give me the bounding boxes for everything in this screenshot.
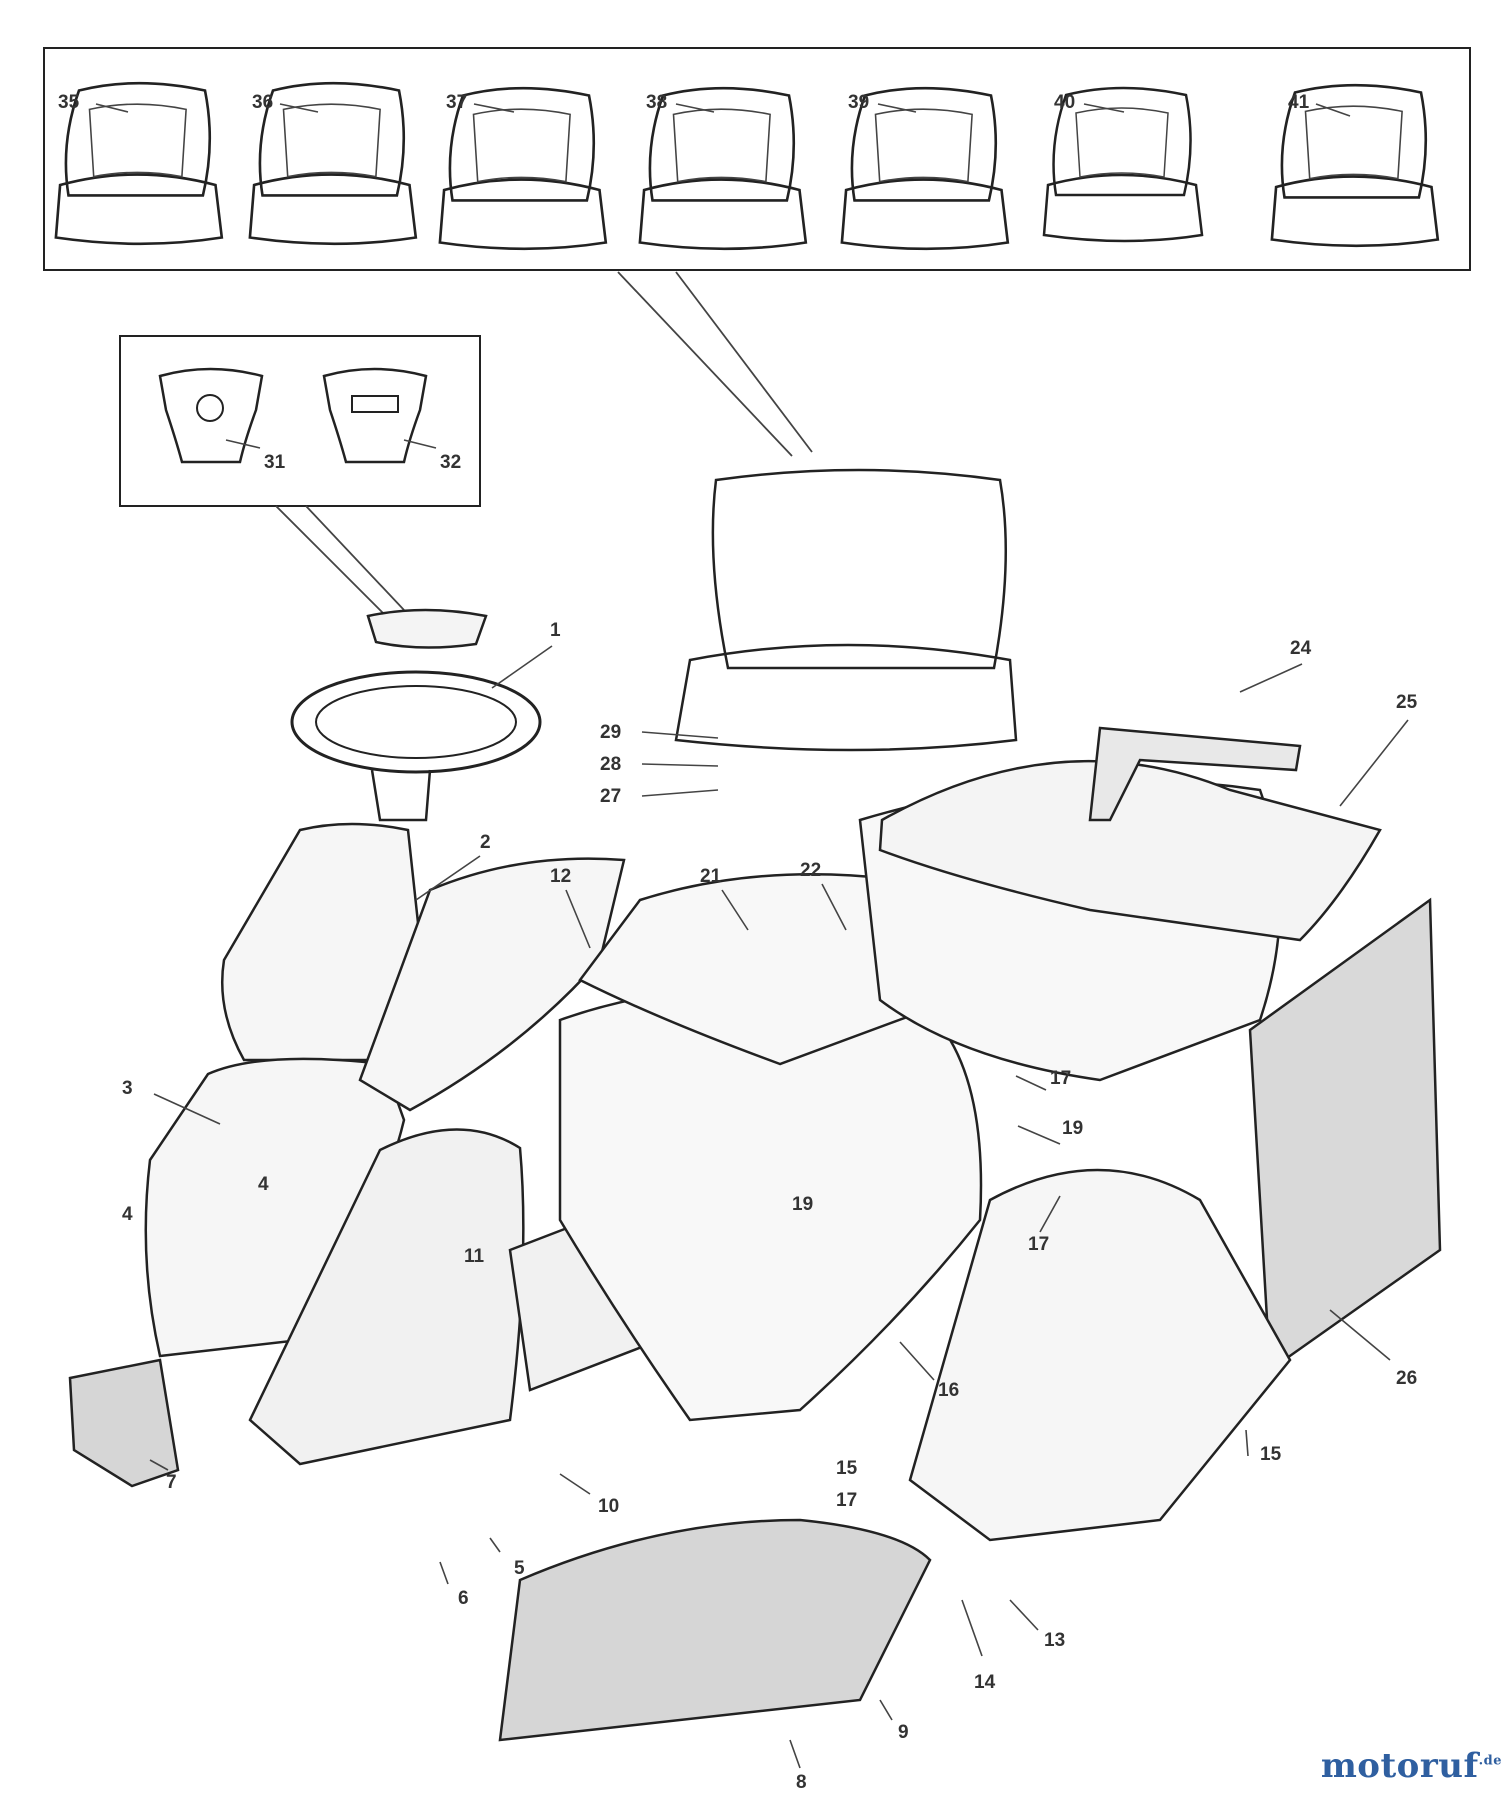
part-label-39: 39 [848,92,869,113]
grass-box-lid [878,759,1382,942]
part-label-17-lower: 17 [836,1490,857,1511]
part-label-22: 22 [800,860,821,881]
part-label-37: 37 [446,92,467,113]
main-seat [674,468,1018,752]
part-label-35: 35 [58,92,80,113]
part-label-24: 24 [1290,638,1312,659]
part-label-17-upper: 17 [1050,1068,1071,1089]
connector-line [617,271,793,457]
connector-line [275,505,385,615]
part-label-19-center: 19 [792,1194,813,1215]
part-label-29: 29 [600,722,621,743]
part-label-13: 13 [1044,1630,1065,1651]
part-label-40: 40 [1054,92,1075,113]
part-label-4-upper: 4 [258,1174,269,1195]
part-label-31: 31 [264,452,286,473]
part-label-6: 6 [458,1588,469,1609]
rear-fender-right [908,1168,1292,1542]
part-label-17-right: 17 [1028,1234,1049,1255]
watermark-brand: motoruf [1320,1746,1479,1786]
part-label-32: 32 [440,452,461,473]
part-label-27: 27 [600,786,621,807]
part-label-41: 41 [1288,92,1310,113]
part-label-25: 25 [1396,692,1418,713]
part-label-36: 36 [252,92,273,113]
leader-lines [95,103,1409,1769]
part-label-5: 5 [514,1558,525,1579]
mudguard-left [248,1128,525,1466]
part-label-11: 11 [464,1246,485,1267]
steering-cover-31-hole [196,394,224,422]
part-label-16: 16 [938,1380,959,1401]
part-label-15-center: 15 [836,1458,858,1479]
site-watermark: motoruf.de [1321,1746,1502,1786]
steering-wheel [290,670,542,822]
steering-cap [366,608,488,649]
part-label-14: 14 [974,1672,996,1693]
grass-box-handle [1088,726,1302,822]
seat-variants-inset [43,47,1471,271]
part-label-19-right: 19 [1062,1118,1083,1139]
mower-deck-cover [498,1518,932,1742]
seat-variant-36 [248,81,418,246]
part-label-7: 7 [166,1472,177,1493]
seat-variant-35 [54,81,224,246]
part-label-12: 12 [550,866,571,887]
part-label-26: 26 [1396,1368,1417,1389]
part-label-1: 1 [550,620,561,641]
part-label-38: 38 [646,92,667,113]
front-bumper [68,1358,180,1488]
part-label-28: 28 [600,754,621,775]
part-label-9: 9 [898,1722,909,1743]
part-label-15-right: 15 [1260,1444,1282,1465]
part-label-2: 2 [480,832,491,853]
part-label-3: 3 [122,1078,133,1099]
part-label-21: 21 [700,866,722,887]
steering-cover-32 [322,367,428,464]
part-label-10: 10 [598,1496,619,1517]
connector-line [305,505,405,611]
part-label-4-left: 4 [122,1204,133,1225]
steering-cover-inset [119,335,481,507]
steering-cover-31 [158,367,264,464]
watermark-tld: .de [1478,1753,1502,1769]
grass-box-side [1248,897,1442,1373]
part-label-8: 8 [796,1772,807,1793]
connector-line [675,271,813,453]
steering-cover-32-slot [351,395,399,413]
